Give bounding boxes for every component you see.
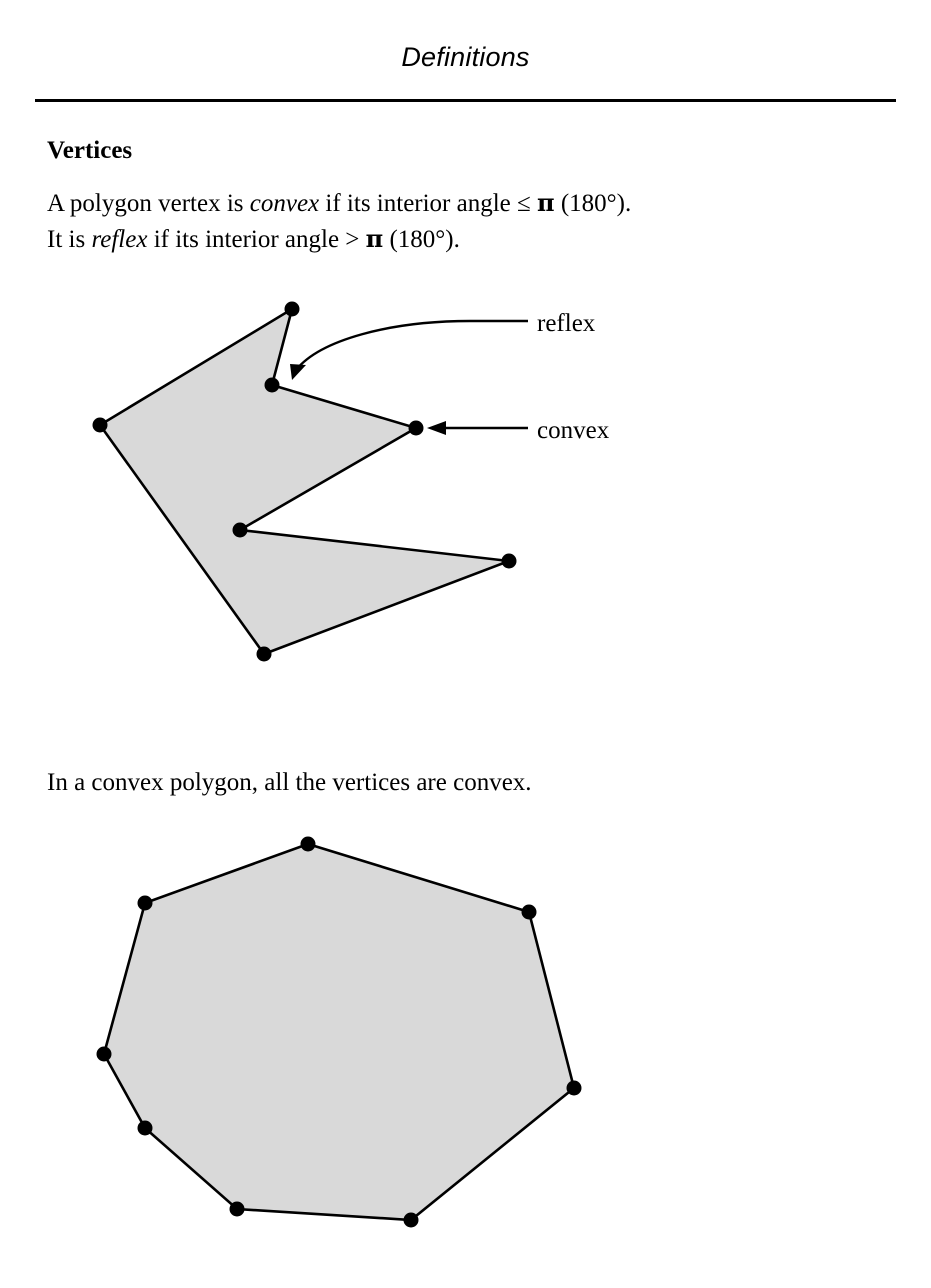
header-divider: [35, 99, 896, 102]
definition-line1-suffix: (180°).: [554, 190, 632, 217]
polygon-vertex: [92, 417, 108, 433]
polygon-vertex: [96, 1046, 112, 1062]
polygon-vertex: [137, 895, 153, 911]
reflex-leader-line: [295, 319, 528, 371]
polygon-vertex: [501, 553, 517, 569]
reflex-annotation-label: reflex: [537, 310, 596, 337]
polygon-vertex: [232, 522, 248, 538]
definition-line-reflex: It is reflex if its interior angle > π (…: [47, 221, 631, 257]
polygon-vertex: [521, 904, 537, 920]
polygon-shape-convex: [102, 842, 576, 1222]
definition-line2-prefix: It is: [47, 226, 92, 253]
polygon-vertex: [300, 836, 316, 852]
page-title: Definitions: [401, 42, 530, 72]
convex-annotation-label: convex: [537, 417, 610, 444]
page-header: Definitions: [0, 0, 931, 104]
convex-polygon-figure: [0, 810, 700, 1280]
reflex-arrowhead-icon: [290, 364, 306, 380]
polygon-vertex: [408, 420, 424, 436]
polygon-vertex: [264, 377, 280, 393]
polygon-vertex: [137, 1120, 153, 1136]
definition-line2-suffix: (180°).: [383, 226, 460, 253]
polygon-vertex: [284, 301, 300, 317]
polygon-shape-nonconvex: [98, 306, 510, 656]
pi-symbol-line1: π: [537, 188, 555, 217]
convex-polygon-statement: In a convex polygon, all the vertices ar…: [47, 769, 532, 796]
definition-line1-prefix: A polygon vertex is: [47, 190, 250, 217]
convex-arrowhead-icon: [427, 421, 446, 435]
polygon-vertex: [256, 646, 272, 662]
polygon-vertex: [229, 1201, 245, 1217]
non-convex-polygon-figure: reflex convex: [0, 280, 700, 700]
definition-line2-emphasis: reflex: [91, 226, 148, 253]
pi-symbol-line2: π: [365, 224, 384, 253]
section-heading-vertices: Vertices: [47, 137, 133, 164]
definition-line1-middle: if its interior angle ≤: [319, 190, 537, 217]
definition-line1-emphasis: convex: [249, 190, 320, 217]
definition-line2-middle: if its interior angle >: [147, 226, 366, 253]
polygon-vertex: [566, 1080, 582, 1096]
polygon-vertex: [403, 1212, 419, 1228]
definition-paragraph: A polygon vertex is convex if its interi…: [47, 185, 631, 257]
definition-line-convex: A polygon vertex is convex if its interi…: [47, 185, 631, 221]
